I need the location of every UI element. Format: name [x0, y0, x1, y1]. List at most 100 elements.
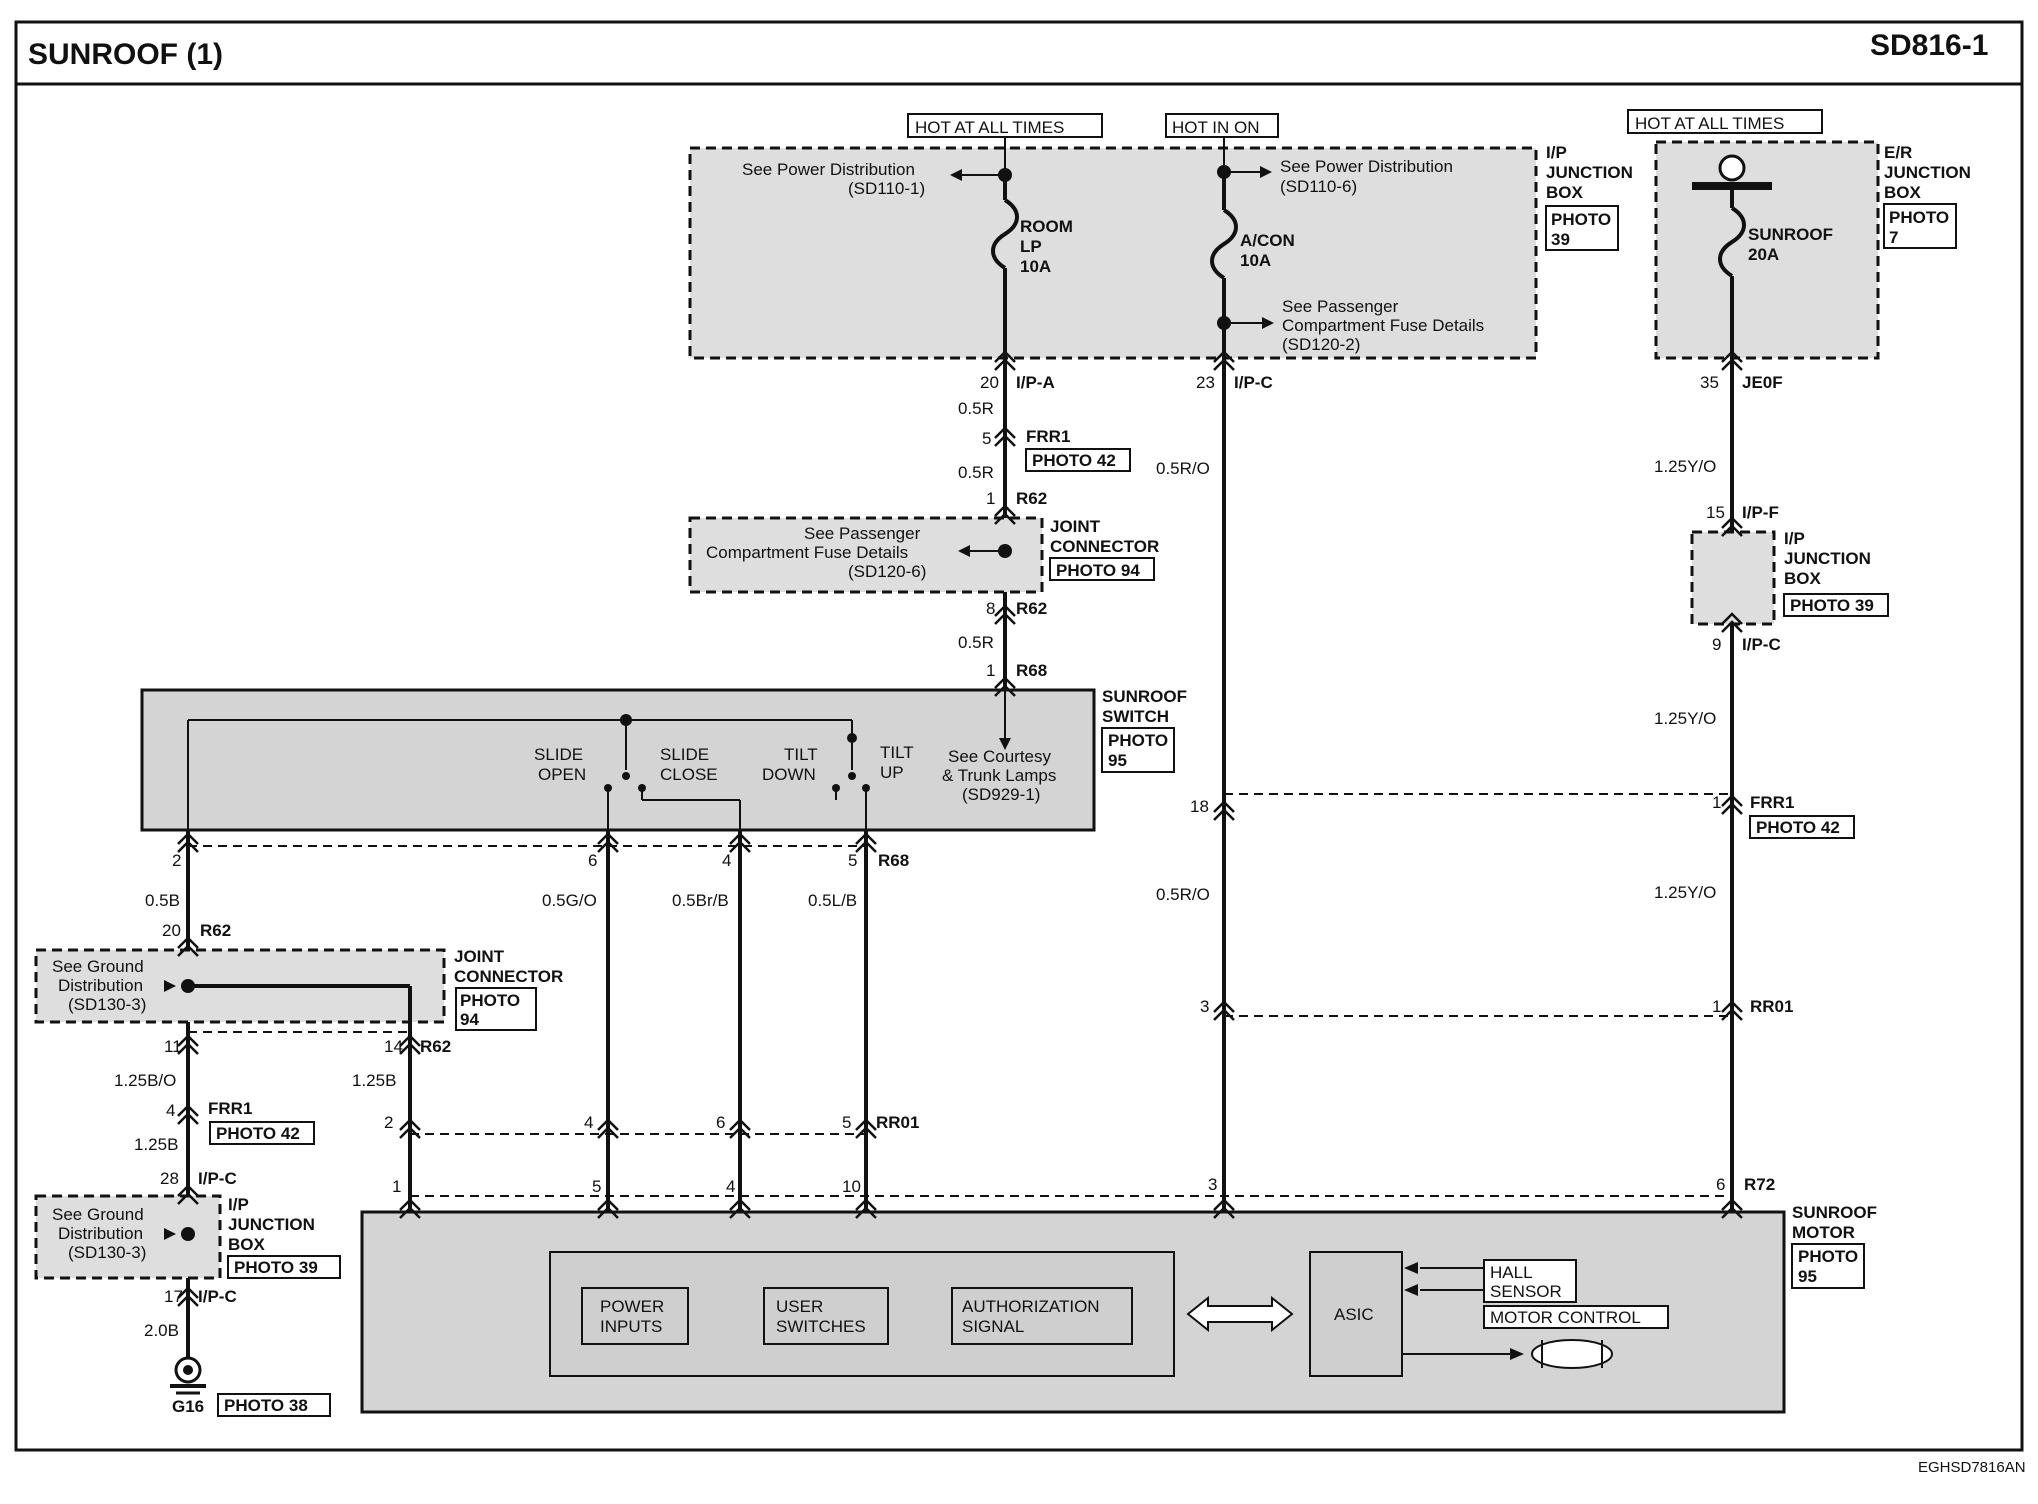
pin-label: 23 [1196, 373, 1215, 392]
switch-position-label: UP [880, 763, 904, 782]
connector-label: FRR1 [1026, 427, 1070, 446]
connector-label: I/P-A [1016, 373, 1055, 392]
motor-label: MOTOR [1792, 1223, 1855, 1242]
wire-color-label: 1.25Y/O [1654, 883, 1716, 902]
power-inputs-label: INPUTS [600, 1317, 662, 1336]
wire-color-label: 0.5Br/B [672, 891, 729, 910]
wire-color-label: 0.5R/O [1156, 885, 1210, 904]
hot-at-all-times-er-label: HOT AT ALL TIMES [1635, 114, 1784, 133]
photo-42: PHOTO 42 [216, 1124, 300, 1143]
fuse-acon-icon [1210, 208, 1238, 280]
ip-jbox-right-label: I/P [1784, 529, 1805, 548]
ground-photo: PHOTO 38 [224, 1396, 308, 1415]
joint-left-photo: PHOTO [460, 991, 520, 1010]
connector-label: R72 [1744, 1175, 1775, 1194]
fuse-room-label: LP [1020, 237, 1042, 256]
fuse-sunroof-label: SUNROOF [1748, 225, 1833, 244]
pin-label: 35 [1700, 373, 1719, 392]
er-jbox-photo-box [1883, 203, 1957, 249]
pin-label: 5 [842, 1113, 851, 1132]
joint-left-ref: See Ground [52, 957, 144, 976]
photo-42: PHOTO 42 [1032, 451, 1116, 470]
connector-chevron-icon [729, 1198, 751, 1219]
pin-label: 11 [164, 1037, 182, 1056]
switch-ref-text: See Courtesy [948, 747, 1051, 766]
motor-label: SUNROOF [1792, 1203, 1877, 1222]
er-jbox-photo: 7 [1889, 228, 1898, 247]
pin-label: 2 [384, 1113, 393, 1132]
ip-jbox-top-label: BOX [1546, 183, 1584, 202]
wire-color-label: 0.5R [958, 633, 994, 652]
sunroof-switch [140, 688, 1096, 832]
pin-label: 1 [392, 1177, 401, 1196]
switch-position-label: OPEN [538, 765, 586, 784]
connector-label: R62 [1016, 599, 1047, 618]
fuse-room-label: 10A [1020, 257, 1051, 276]
motor-photo: 95 [1798, 1267, 1817, 1286]
pin-label: 17 [164, 1287, 183, 1306]
hall-sensor-label: SENSOR [1490, 1282, 1562, 1301]
ground-photo-box [217, 1393, 331, 1417]
connector-chevron-icon [1721, 350, 1743, 371]
connector-chevron-icon [597, 832, 619, 853]
photo-42: PHOTO 42 [1756, 818, 1840, 837]
arrow-icon [1510, 1348, 1524, 1360]
authorization-label: AUTHORIZATION [962, 1297, 1100, 1316]
pin-label: 10 [842, 1177, 861, 1196]
pin-label: 6 [1716, 1175, 1725, 1194]
ip-jbox-top-photo: PHOTO [1551, 210, 1611, 229]
ref-arrow-icon [164, 980, 176, 992]
ground-icon [183, 1365, 193, 1375]
fuse-acon-label: 10A [1240, 251, 1271, 270]
hot-at-all-times-er-label-box [1627, 109, 1823, 134]
connector-chevron-icon [597, 1118, 619, 1139]
connector-label: R62 [1016, 489, 1047, 508]
connector-chevron-icon [177, 936, 199, 957]
page-title: SUNROOF (1) [28, 38, 223, 71]
ip-junction-box-top [688, 146, 1538, 360]
joint-ref-text: (SD120-6) [848, 562, 926, 581]
pin-label: 1 [1712, 793, 1721, 812]
pin-label: 14 [384, 1037, 403, 1056]
connector-chevron-icon [1721, 1000, 1743, 1021]
connector-chevron-icon [177, 832, 199, 853]
joint-connector-label: JOINT [1050, 517, 1101, 536]
ip-jbox-right-photo: PHOTO 39 [1790, 596, 1874, 615]
joint-connector-label: CONNECTOR [1050, 537, 1159, 556]
wire-color-label: 2.0B [144, 1321, 179, 1340]
switch-label: SUNROOF [1102, 687, 1187, 706]
switch-contact-dot [848, 772, 856, 780]
connector-label: I/P-C [198, 1287, 237, 1306]
hall-sensor-box [1483, 1259, 1577, 1303]
switch-photo: PHOTO [1108, 731, 1168, 750]
asic-block [1309, 1251, 1403, 1377]
pin-label: 18 [1190, 797, 1209, 816]
ip-jbox-left-label: JUNCTION [228, 1215, 315, 1234]
ip-jbox-left-photo-box [227, 1255, 341, 1279]
er-junction-box [1654, 140, 1880, 360]
pin-label: 9 [1712, 635, 1721, 654]
connector-chevron-icon [994, 604, 1016, 625]
pin-label: 6 [716, 1113, 725, 1132]
authorization-label: SIGNAL [962, 1317, 1024, 1336]
arrow-icon [1404, 1284, 1418, 1296]
hot-at-all-times-label: HOT AT ALL TIMES [915, 118, 1064, 137]
pin-label: 28 [160, 1169, 179, 1188]
connector-chevron-icon [855, 832, 877, 853]
connector-label: RR01 [1750, 997, 1793, 1016]
fuse-room-lp-icon [991, 198, 1019, 270]
ip-jbox-left-photo: PHOTO 39 [234, 1258, 318, 1277]
photo-42-box [1025, 448, 1131, 472]
hot-in-on-label: HOT IN ON [1172, 118, 1260, 137]
ip-jbox-right-label: BOX [1784, 569, 1822, 588]
ref-room-text: See Power Distribution [742, 160, 915, 179]
pin-label: 4 [726, 1177, 735, 1196]
ip-jbox-left-label: BOX [228, 1235, 266, 1254]
pin-label: 5 [982, 429, 991, 448]
footer-code: EGHSD7816AN [1918, 1459, 2026, 1476]
ip-jbox-top-photo-box [1545, 205, 1619, 251]
pin-label: 1 [1712, 997, 1721, 1016]
photo-42-box [209, 1121, 315, 1145]
fuse-room-label: ROOM [1020, 217, 1073, 236]
